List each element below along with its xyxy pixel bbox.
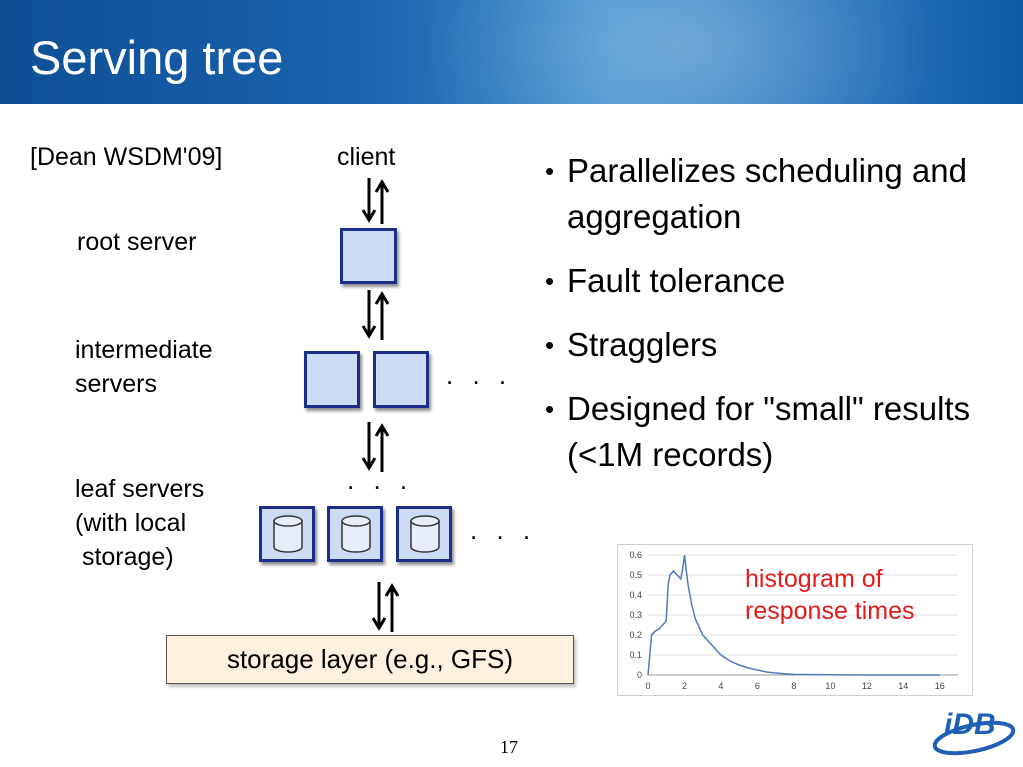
disk-icon <box>273 515 303 553</box>
histogram-note-line1: histogram of <box>745 565 883 593</box>
page-number: 17 <box>500 737 518 757</box>
y-tick-label: 0.6 <box>629 550 642 560</box>
y-tick-label: 0.5 <box>629 570 642 580</box>
histogram-note: histogram of response times <box>745 563 915 627</box>
bullet-item: Designed for "small" results (<1M record… <box>545 386 1015 478</box>
root-intermediate-arrows-icon <box>361 290 390 340</box>
x-tick-label: 4 <box>718 681 723 691</box>
svg-text:iDB: iDB <box>944 708 996 741</box>
client-label: client <box>337 143 396 171</box>
intermediate-ellipsis: . . . <box>446 360 513 390</box>
x-tick-label: 6 <box>755 681 760 691</box>
intermediate-label-line1: intermediate <box>75 336 213 364</box>
y-tick-label: 0.4 <box>629 590 642 600</box>
bullet-list: Parallelizes scheduling and aggregation … <box>545 148 1015 496</box>
storage-layer-box: storage layer (e.g., GFS) <box>166 635 574 684</box>
x-tick-label: 10 <box>825 681 835 691</box>
intermediate-server-box <box>304 351 360 408</box>
leaf-ellipsis: . . . <box>470 515 537 545</box>
intermediate-leaf-arrows-icon <box>361 422 390 472</box>
leaf-server-box <box>327 506 383 562</box>
citation: [Dean WSDM'09] <box>30 143 223 171</box>
branch-ellipsis: . . . <box>347 465 414 495</box>
bullet-item: Stragglers <box>545 322 1015 368</box>
leaf-storage-arrows-icon <box>371 582 400 632</box>
bullet-item: Parallelizes scheduling and aggregation <box>545 148 1015 240</box>
y-tick-label: 0 <box>637 670 642 680</box>
leaf-server-box <box>259 506 315 562</box>
intermediate-label-line2: servers <box>75 370 157 398</box>
y-tick-label: 0.1 <box>629 650 642 660</box>
disk-icon <box>410 515 440 553</box>
bullet-item: Fault tolerance <box>545 258 1015 304</box>
series-line <box>647 554 940 676</box>
leaf-label-line1: leaf servers <box>75 475 205 503</box>
x-tick-label: 16 <box>935 681 945 691</box>
x-tick-label: 0 <box>645 681 650 691</box>
histogram-note-line2: response times <box>745 597 915 625</box>
leaf-label-line2: (with local <box>75 509 187 537</box>
response-time-chart: 0 0.1 0.2 0.3 0.4 0.5 0.6 0 2 4 6 8 10 12 14 16 <box>617 544 973 696</box>
client-root-arrows-icon <box>361 178 390 224</box>
title-bar: Serving tree <box>0 0 1023 104</box>
root-server-label: root server <box>77 228 197 256</box>
y-tick-label: 0.2 <box>629 630 642 640</box>
intermediate-server-box <box>373 351 429 408</box>
leaf-server-box <box>396 506 452 562</box>
slide-title: Serving tree <box>30 31 284 84</box>
x-tick-label: 14 <box>898 681 908 691</box>
x-tick-label: 8 <box>791 681 796 691</box>
root-server-box <box>340 228 397 284</box>
leaf-label-line3: storage) <box>75 543 174 571</box>
y-tick-label: 0.3 <box>629 610 642 620</box>
x-tick-label: 2 <box>682 681 687 691</box>
x-tick-label: 12 <box>862 681 872 691</box>
chart-plot: 0 0.1 0.2 0.3 0.4 0.5 0.6 0 2 4 6 8 10 12 14 16 <box>629 550 958 691</box>
idb-logo-icon: iDB <box>932 708 1016 756</box>
disk-icon <box>341 515 371 553</box>
